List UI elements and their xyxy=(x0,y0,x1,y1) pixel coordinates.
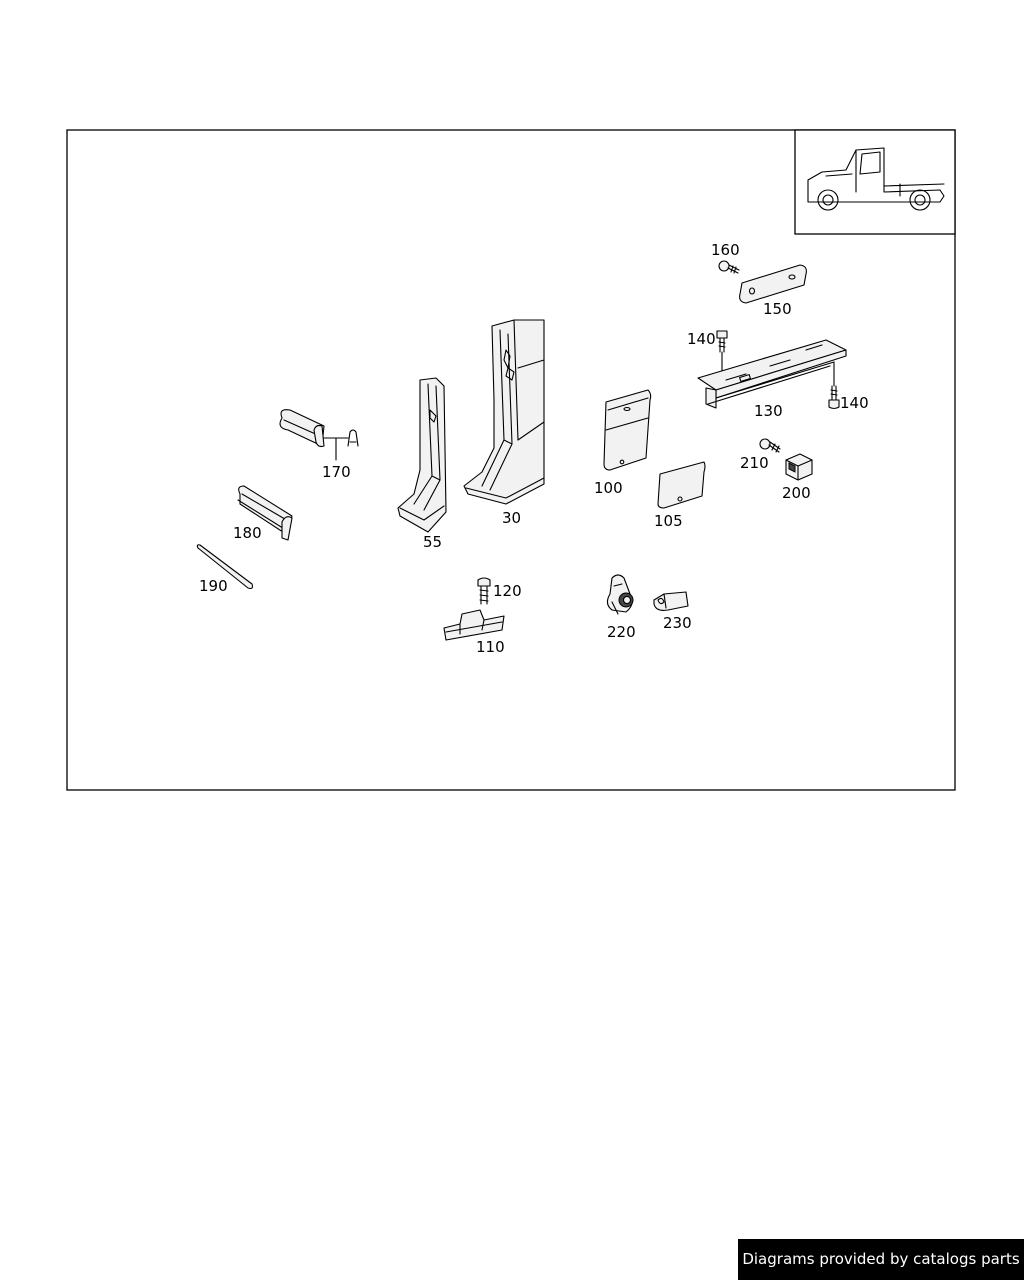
part-220-lock[interactable]: 220 xyxy=(606,574,636,641)
part-200-clip[interactable]: 200 xyxy=(782,453,813,502)
label-130: 130 xyxy=(754,402,783,420)
label-160: 160 xyxy=(711,241,740,259)
part-140-screw-top[interactable]: 140 xyxy=(687,330,728,389)
part-55-pillar-trim[interactable]: 55 xyxy=(397,377,447,551)
label-170: 170 xyxy=(322,463,351,481)
attribution-footer: Diagrams provided by catalogs parts xyxy=(738,1239,1024,1280)
part-30-pillar-trim[interactable]: 30 xyxy=(463,319,545,527)
label-150: 150 xyxy=(763,300,792,318)
label-120: 120 xyxy=(493,582,522,600)
diagram-frame xyxy=(66,129,956,791)
label-210: 210 xyxy=(740,454,769,472)
part-140-screw-bottom[interactable]: 140 xyxy=(828,361,869,412)
label-105: 105 xyxy=(654,512,683,530)
vehicle-thumbnail xyxy=(794,129,956,235)
part-130-rail[interactable]: 130 xyxy=(697,339,847,420)
part-170-trim[interactable]: 170 xyxy=(279,409,359,481)
part-110-bracket[interactable]: 110 xyxy=(443,609,505,656)
label-140-top: 140 xyxy=(687,330,716,348)
label-200: 200 xyxy=(782,484,811,502)
label-110: 110 xyxy=(476,638,505,656)
part-105-panel[interactable]: 105 xyxy=(654,461,706,530)
part-180-seal[interactable]: 180 xyxy=(233,485,293,542)
label-140-bottom: 140 xyxy=(840,394,869,412)
label-55: 55 xyxy=(423,533,442,551)
label-190: 190 xyxy=(199,577,228,595)
part-190-rod[interactable]: 190 xyxy=(196,544,254,595)
label-220: 220 xyxy=(607,623,636,641)
label-100: 100 xyxy=(594,479,623,497)
label-230: 230 xyxy=(663,614,692,632)
part-230-clip[interactable]: 230 xyxy=(653,591,692,632)
label-30: 30 xyxy=(502,509,521,527)
part-210-screw[interactable]: 210 xyxy=(740,438,781,472)
part-100-panel[interactable]: 100 xyxy=(594,389,652,497)
part-160-screw[interactable]: 160 xyxy=(711,241,740,274)
part-150-plate[interactable]: 150 xyxy=(739,264,807,318)
label-180: 180 xyxy=(233,524,262,542)
part-120-screw[interactable]: 120 xyxy=(477,577,522,605)
